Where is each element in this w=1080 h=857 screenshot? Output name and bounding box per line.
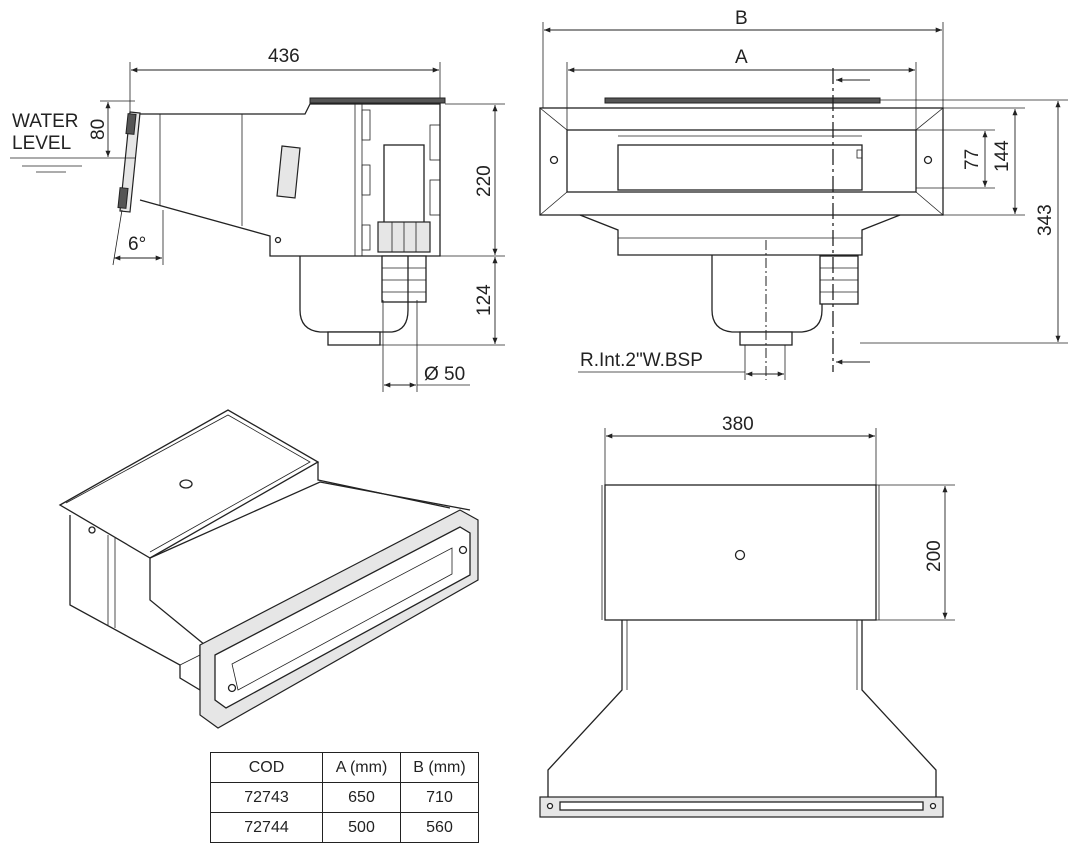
cell-cod: 72743 bbox=[210, 782, 323, 813]
header-cod: COD bbox=[210, 752, 323, 783]
cell-a: 500 bbox=[322, 812, 401, 843]
cell-b: 560 bbox=[400, 812, 479, 843]
dim-length-label: 436 bbox=[268, 46, 300, 67]
weir-flap bbox=[276, 145, 301, 199]
dim-opening-label: 77 bbox=[962, 149, 983, 170]
side-view: 436 220 124 bbox=[10, 46, 505, 392]
water-level-label-2: LEVEL bbox=[12, 133, 71, 154]
dim-height-label: 220 bbox=[474, 165, 495, 197]
collector-pot-front bbox=[711, 255, 823, 333]
dimensions-table: COD A (mm) B (mm) 72743 650 710 72744 50… bbox=[210, 752, 479, 843]
isometric-view bbox=[58, 409, 479, 729]
dim-diameter-label: Ø 50 bbox=[424, 364, 465, 385]
water-level-label: WATER bbox=[12, 111, 79, 132]
inlet-opening bbox=[617, 144, 863, 191]
top-view: 380 200 bbox=[539, 414, 955, 818]
dim-depth-label: 200 bbox=[924, 540, 945, 572]
table-row: 72743 650 710 bbox=[210, 782, 479, 813]
cell-cod: 72744 bbox=[210, 812, 323, 843]
dim-water-offset-label: 80 bbox=[88, 119, 109, 140]
dim-frame-label: 144 bbox=[992, 140, 1013, 172]
front-frame-outer bbox=[539, 107, 944, 216]
dim-a-label: A bbox=[735, 47, 748, 68]
angle-label: 6° bbox=[128, 234, 146, 255]
front-view: B A 77 144 343 bbox=[539, 8, 1068, 380]
lid-top bbox=[604, 484, 877, 621]
thread-label: R.Int.2"W.BSP bbox=[580, 350, 703, 371]
front-frame bbox=[119, 111, 141, 213]
dim-total-height-label: 343 bbox=[1035, 204, 1056, 236]
table-header-row: COD A (mm) B (mm) bbox=[210, 752, 479, 783]
dim-width-label: 380 bbox=[722, 414, 754, 435]
lid-knob bbox=[734, 549, 746, 561]
dim-pot-depth-label: 124 bbox=[474, 284, 495, 316]
header-a: A (mm) bbox=[322, 752, 401, 783]
table-row: 72744 500 560 bbox=[210, 812, 479, 843]
cell-b: 710 bbox=[400, 782, 479, 813]
cell-a: 650 bbox=[322, 782, 401, 813]
header-b: B (mm) bbox=[400, 752, 479, 783]
dim-b-label: B bbox=[735, 8, 748, 29]
